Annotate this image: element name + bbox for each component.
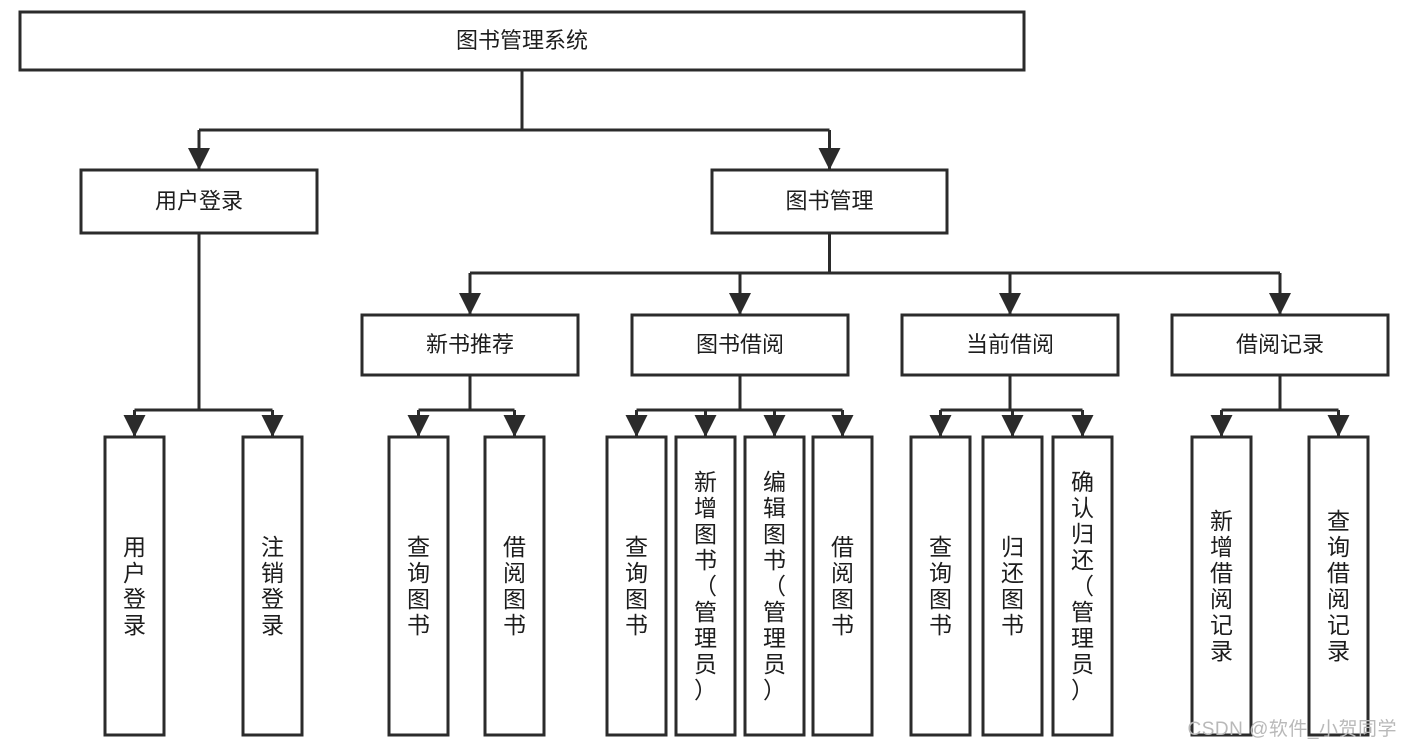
node-leaf-borrow-book-1[interactable]: 借阅图书: [483, 435, 546, 737]
arrowhead-new-book-rec-1: [503, 415, 526, 437]
node-label-book-borrow: 图书借阅: [696, 332, 784, 357]
node-label-new-book-rec: 新书推荐: [426, 332, 514, 357]
arrowhead-borrow-record-1: [1327, 415, 1350, 437]
node-label-leaf-query-book-3: 查询图书: [929, 534, 952, 638]
arrowhead-book-borrow-3: [831, 415, 854, 437]
node-book-borrow[interactable]: 图书借阅: [630, 313, 850, 377]
node-leaf-confirm-return[interactable]: 确认归还（管理员）: [1051, 435, 1114, 737]
arrowhead-book-manage-3: [1269, 293, 1291, 315]
node-label-leaf-logout: 注销登录: [261, 534, 284, 638]
node-rect-borrow-record: [1170, 313, 1390, 377]
node-rect-leaf-query-book-3: [909, 435, 972, 737]
node-leaf-query-book-1[interactable]: 查询图书: [387, 435, 450, 737]
node-rect-root: [18, 10, 1026, 72]
node-new-book-rec[interactable]: 新书推荐: [360, 313, 580, 377]
node-rect-user-login: [79, 168, 319, 235]
node-borrow-record[interactable]: 借阅记录: [1170, 313, 1390, 377]
node-root[interactable]: 图书管理系统: [18, 10, 1026, 72]
node-rect-new-book-rec: [360, 313, 580, 377]
arrowhead-current-borrow-1: [1001, 415, 1024, 437]
arrowhead-user-login-1: [261, 415, 284, 437]
arrowhead-root-1: [818, 148, 841, 170]
node-rect-book-borrow: [630, 313, 850, 377]
node-rect-leaf-query-record: [1307, 435, 1370, 737]
node-label-user-login: 用户登录: [155, 188, 243, 213]
arrowhead-root-0: [188, 148, 210, 170]
node-label-current-borrow: 当前借阅: [966, 332, 1054, 357]
node-rect-leaf-borrow-book-2: [811, 435, 874, 737]
node-rect-leaf-user-login: [103, 435, 166, 737]
node-rect-leaf-edit-book: [743, 435, 806, 737]
node-label-leaf-add-record: 新增借阅记录: [1210, 508, 1233, 664]
node-leaf-query-book-2[interactable]: 查询图书: [605, 435, 668, 737]
node-label-leaf-confirm-return: 确认归还（管理员）: [1071, 469, 1094, 703]
arrowhead-borrow-record-0: [1210, 415, 1233, 437]
node-leaf-user-login[interactable]: 用户登录: [103, 435, 166, 737]
node-rect-current-borrow: [900, 313, 1120, 377]
node-label-leaf-add-book: 新增图书（管理员）: [694, 469, 717, 703]
node-label-leaf-query-record: 查询借阅记录: [1327, 508, 1350, 664]
node-rect-leaf-add-book: [674, 435, 737, 737]
node-rect-leaf-add-record: [1190, 435, 1253, 737]
node-user-login[interactable]: 用户登录: [79, 168, 319, 235]
node-rect-leaf-confirm-return: [1051, 435, 1114, 737]
arrowhead-book-manage-1: [729, 293, 751, 315]
node-label-leaf-borrow-book-1: 借阅图书: [503, 534, 526, 638]
node-label-leaf-return-book: 归还图书: [1001, 534, 1024, 638]
node-leaf-edit-book[interactable]: 编辑图书（管理员）: [743, 435, 806, 737]
arrowhead-new-book-rec-0: [407, 415, 430, 437]
arrowhead-user-login-0: [123, 415, 146, 437]
arrowhead-current-borrow-0: [929, 415, 952, 437]
node-leaf-add-book[interactable]: 新增图书（管理员）: [674, 435, 737, 737]
arrowhead-book-borrow-2: [763, 415, 786, 437]
node-rect-leaf-query-book-2: [605, 435, 668, 737]
node-leaf-logout[interactable]: 注销登录: [241, 435, 304, 737]
node-label-leaf-query-book-1: 查询图书: [407, 534, 430, 638]
node-label-book-manage: 图书管理: [785, 188, 873, 213]
arrowhead-book-manage-0: [459, 293, 481, 315]
node-label-leaf-borrow-book-2: 借阅图书: [831, 534, 854, 638]
node-label-leaf-user-login: 用户登录: [123, 534, 146, 638]
connector-layer: [123, 70, 1350, 437]
node-rect-leaf-borrow-book-1: [483, 435, 546, 737]
node-book-manage[interactable]: 图书管理: [710, 168, 949, 235]
arrowhead-current-borrow-2: [1071, 415, 1094, 437]
node-leaf-add-record[interactable]: 新增借阅记录: [1190, 435, 1253, 737]
node-rect-leaf-logout: [241, 435, 304, 737]
node-layer: 图书管理系统用户登录图书管理新书推荐图书借阅当前借阅借阅记录用户登录注销登录查询…: [18, 10, 1390, 737]
node-rect-leaf-query-book-1: [387, 435, 450, 737]
arrowhead-book-borrow-1: [694, 415, 717, 437]
node-label-leaf-edit-book: 编辑图书（管理员）: [763, 469, 786, 703]
node-leaf-return-book[interactable]: 归还图书: [981, 435, 1044, 737]
node-leaf-query-book-3[interactable]: 查询图书: [909, 435, 972, 737]
node-rect-book-manage: [710, 168, 949, 235]
node-leaf-borrow-book-2[interactable]: 借阅图书: [811, 435, 874, 737]
arrowhead-book-manage-2: [999, 293, 1021, 315]
node-current-borrow[interactable]: 当前借阅: [900, 313, 1120, 377]
node-label-leaf-query-book-2: 查询图书: [625, 534, 648, 638]
node-label-borrow-record: 借阅记录: [1236, 332, 1324, 357]
node-label-root: 图书管理系统: [456, 28, 588, 53]
node-leaf-query-record[interactable]: 查询借阅记录: [1307, 435, 1370, 737]
node-rect-leaf-return-book: [981, 435, 1044, 737]
arrowhead-book-borrow-0: [625, 415, 648, 437]
watermark-label: CSDN @软件_小贺同学: [1187, 719, 1397, 740]
